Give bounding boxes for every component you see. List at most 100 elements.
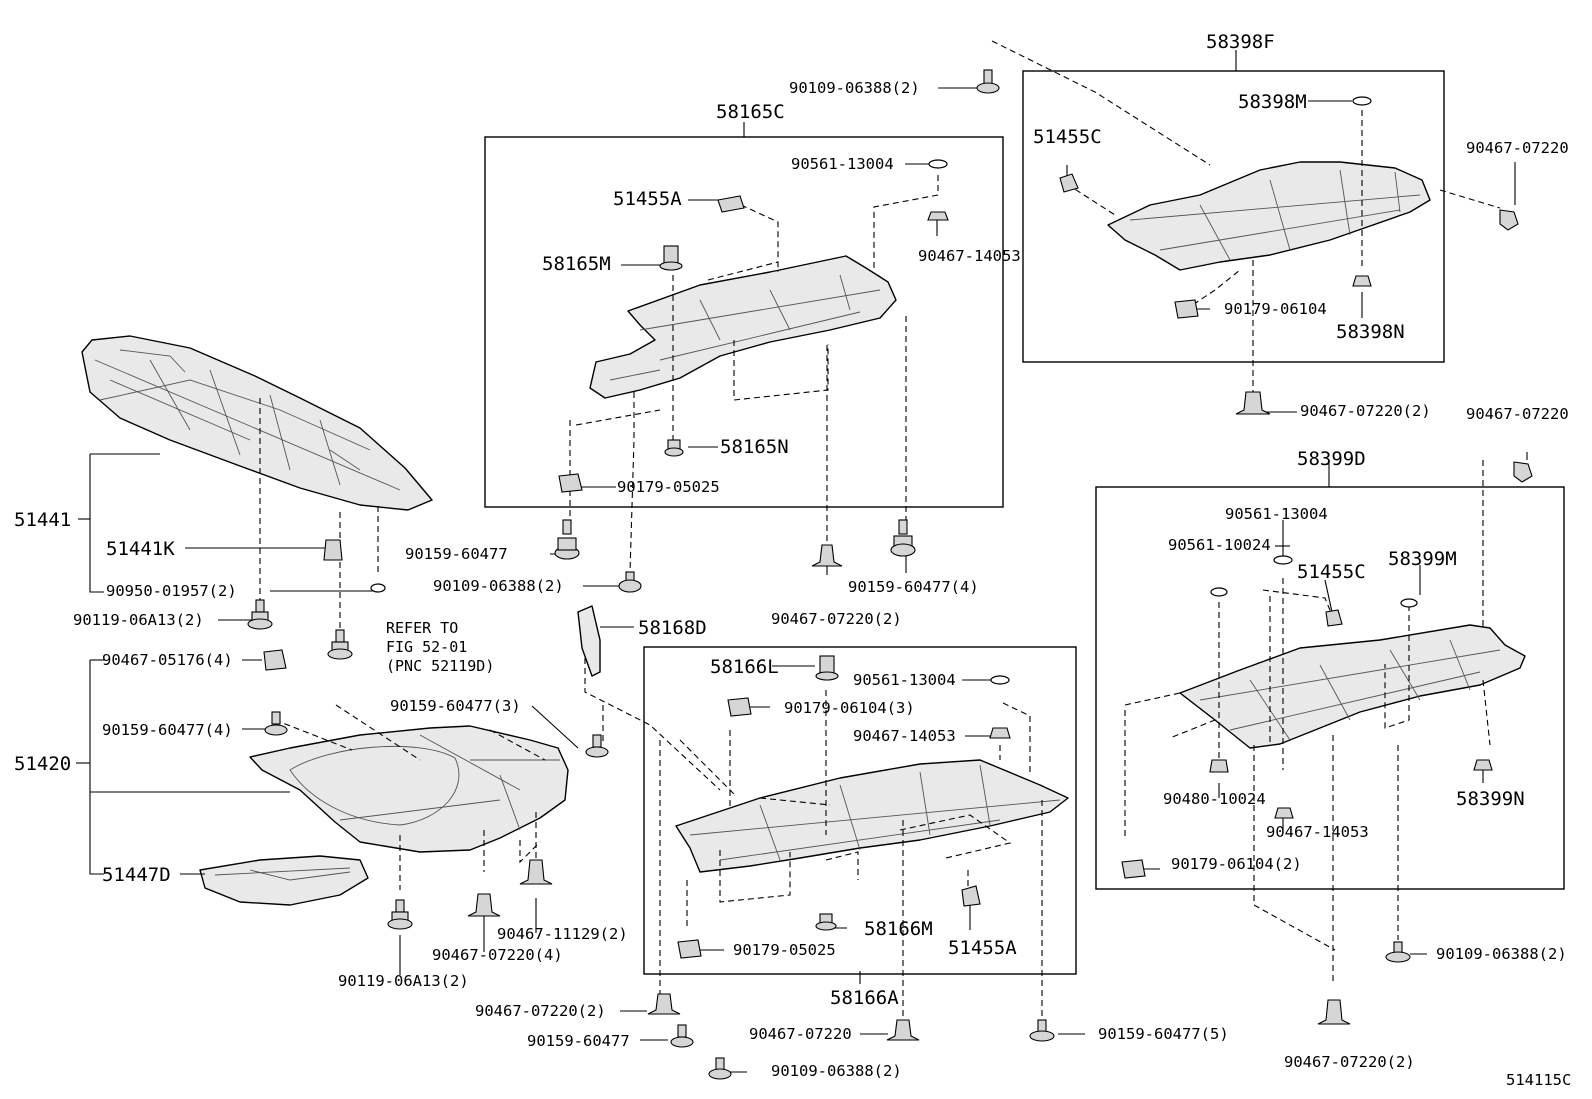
label-90467-07220: 90467-07220 <box>1466 139 1569 157</box>
label-90119-06A13-2: 90119-06A13(2) <box>338 972 469 990</box>
washer-icon <box>1273 555 1293 565</box>
label-58165C: 58165C <box>716 101 785 123</box>
label-58398M: 58398M <box>1238 91 1307 113</box>
refer-line-1: REFER TO <box>386 619 458 637</box>
label-51441K: 51441K <box>106 538 175 560</box>
label-90179-06104: 90179-06104 <box>1224 300 1327 318</box>
clip-icon <box>1317 999 1351 1025</box>
washer-icon <box>990 675 1010 685</box>
refer-line-2: FIG 52-01 <box>386 638 467 656</box>
bracket-icon <box>1325 609 1343 627</box>
label-51455A: 51455A <box>613 188 682 210</box>
bolt-icon <box>327 629 353 660</box>
label-90480-10024: 90480-10024 <box>1163 790 1266 808</box>
washer-icon <box>1210 587 1228 597</box>
clip-icon <box>1235 391 1271 415</box>
fasteners <box>247 69 1533 1080</box>
label-58166M: 58166M <box>864 918 933 940</box>
part-labels: 58398F 90109-06388(2) 58398M 58165C 5145… <box>14 31 1571 1089</box>
nut-icon <box>1209 759 1229 773</box>
collar-icon <box>664 439 684 457</box>
label-90109-06388-2: 90109-06388(2) <box>1436 945 1567 963</box>
label-90467-14053: 90467-14053 <box>918 247 1021 265</box>
label-90159-60477: 90159-60477 <box>527 1032 630 1050</box>
label-58166L: 58166L <box>710 656 779 678</box>
label-90159-60477-3: 90159-60477(3) <box>390 697 521 715</box>
nut-icon <box>989 727 1011 739</box>
washer-icon <box>1400 598 1418 608</box>
clip-icon <box>1499 209 1519 231</box>
bracket-icon <box>961 885 981 907</box>
bolt-icon <box>670 1024 694 1048</box>
label-90179-06104-2: 90179-06104(2) <box>1171 855 1302 873</box>
clip-icon <box>467 893 501 917</box>
label-58168D: 58168D <box>638 617 707 639</box>
label-90159-60477: 90159-60477 <box>405 545 508 563</box>
label-90109-06388-2: 90109-06388(2) <box>433 577 564 595</box>
bracket-icon <box>1059 173 1079 193</box>
nut-icon <box>1352 275 1372 287</box>
label-90467-07220-4: 90467-07220(4) <box>432 946 563 964</box>
label-90159-60477-4: 90159-60477(4) <box>848 578 979 596</box>
washer-icon <box>370 583 386 593</box>
label-90561-13004: 90561-13004 <box>791 155 894 173</box>
undercover-51420 <box>249 725 569 853</box>
label-51441: 51441 <box>14 509 71 531</box>
bracket-icon <box>263 649 287 671</box>
label-90109-06388-2: 90109-06388(2) <box>789 79 920 97</box>
bolt-icon <box>554 519 580 560</box>
label-90467-07220-2: 90467-07220(2) <box>1300 402 1431 420</box>
label-58165N: 58165N <box>720 436 789 458</box>
speed-nut-icon <box>1121 859 1146 879</box>
collar-icon <box>815 655 839 681</box>
label-90467-14053: 90467-14053 <box>853 727 956 745</box>
label-90159-60477-5: 90159-60477(5) <box>1098 1025 1229 1043</box>
label-51455C: 51455C <box>1297 561 1366 583</box>
group-box-58398F <box>1022 70 1445 363</box>
label-58165M: 58165M <box>542 253 611 275</box>
clip-icon <box>1513 461 1533 483</box>
undercover-51447D <box>199 855 369 906</box>
label-51455A: 51455A <box>948 937 1017 959</box>
label-90467-07220: 90467-07220 <box>1466 405 1569 423</box>
label-90561-13004: 90561-13004 <box>1225 505 1328 523</box>
label-90950-01957-2: 90950-01957(2) <box>106 582 237 600</box>
bolt-icon <box>387 899 413 930</box>
label-90467-05176-4: 90467-05176(4) <box>102 651 233 669</box>
speed-nut-icon <box>558 473 583 493</box>
bolt-icon <box>264 711 288 736</box>
label-90561-13004: 90561-13004 <box>853 671 956 689</box>
speed-nut-icon <box>1174 299 1199 319</box>
clip-icon <box>323 539 343 561</box>
refer-line-3: (PNC 52119D) <box>386 657 494 675</box>
label-90561-10024: 90561-10024 <box>1168 536 1271 554</box>
diagram-id: 514115C <box>1506 1071 1571 1089</box>
nut-icon <box>927 211 949 221</box>
bracket-icon <box>717 195 745 213</box>
undercover-58398F <box>1107 161 1431 271</box>
undercover-51441 <box>81 335 433 511</box>
label-90179-05025: 90179-05025 <box>617 478 720 496</box>
collar-icon <box>815 913 837 931</box>
bolt-icon <box>890 519 916 557</box>
label-90179-05025: 90179-05025 <box>733 941 836 959</box>
label-58166A: 58166A <box>830 987 899 1009</box>
undercover-58165C <box>589 255 897 399</box>
label-51420: 51420 <box>14 753 71 775</box>
bolt-icon <box>976 69 1000 94</box>
bolt-icon <box>618 571 642 593</box>
group-box-58399D <box>1095 486 1565 890</box>
clip-icon <box>886 1019 920 1041</box>
assembly-lines <box>259 40 1501 1020</box>
label-58399N: 58399N <box>1456 788 1525 810</box>
label-90467-11129-2: 90467-11129(2) <box>497 925 628 943</box>
nut-icon <box>1473 759 1493 771</box>
part-58168D <box>577 605 601 677</box>
clip-icon <box>811 544 843 567</box>
speed-nut-icon <box>727 697 752 717</box>
label-90467-07220-2: 90467-07220(2) <box>1284 1053 1415 1071</box>
label-90119-06A13-2: 90119-06A13(2) <box>73 611 204 629</box>
speed-nut-icon <box>677 939 702 959</box>
label-51447D: 51447D <box>102 864 171 886</box>
